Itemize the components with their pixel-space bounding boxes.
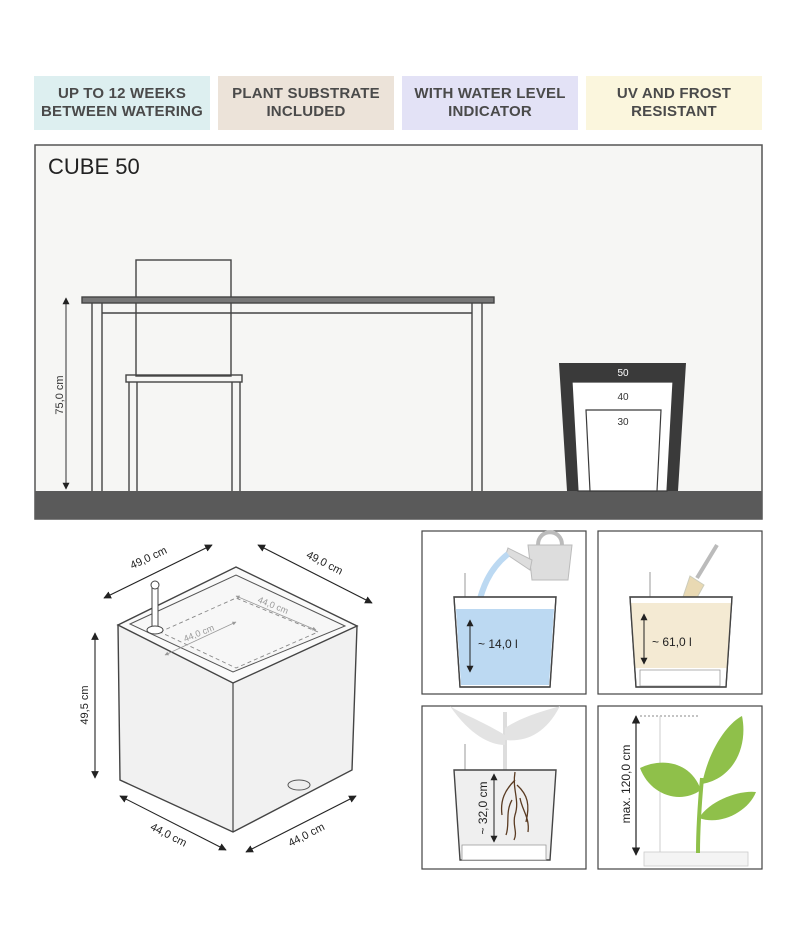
plant-ghost-icon [450,706,560,770]
table-height-label: 75,0 cm [54,375,66,414]
root-depth-label: ~ 32,0 cm [476,781,490,834]
panel-root-depth: ~ 32,0 cm [421,705,587,870]
size-label-40: 40 [617,392,629,403]
table-outline [81,296,495,491]
seedling-icon [640,716,756,854]
table-height-dimension: 75,0 cm [54,297,70,490]
feature-label: PLANT SUBSTRATE INCLUDED [232,85,380,120]
plant-height-label: max. 120,0 cm [619,745,633,824]
feature-badge-watering: UP TO 12 WEEKS BETWEEN WATERING [34,76,210,130]
feature-badge-substrate: PLANT SUBSTRATE INCLUDED [218,76,394,130]
top-right-dimension: 49,0 cm [304,549,344,577]
bottom-right-dimension: 44,0 cm [286,821,326,849]
panel-water-reservoir: ~ 14,0 l [421,530,587,695]
roots-icon [500,771,529,841]
chair-outline [125,259,243,491]
water-fill [456,609,554,685]
water-volume-label: ~ 14,0 l [478,637,518,651]
feature-label: UV AND FROST RESISTANT [616,85,732,120]
size-comparison: 50 40 30 [559,363,686,492]
feature-label: UP TO 12 WEEKS BETWEEN WATERING [40,85,204,120]
feature-label: WITH WATER LEVEL INDICATOR [414,85,566,120]
substrate-volume-label: ~ 61,0 l [652,635,692,649]
watering-can-icon [505,530,573,581]
top-left-dimension: 49,0 cm [128,545,169,572]
cube-dimension-drawing: 44,0 cm 44,0 cm 49,0 cm 49,0 cm 49,5 cm … [79,544,373,853]
height-dimension: 49,5 cm [79,685,91,724]
size-label-30: 30 [617,417,629,428]
drain-plug [287,779,311,791]
water-level-indicator [151,584,159,630]
size-label-50: 50 [617,368,629,379]
product-title: CUBE 50 [48,154,140,179]
panel-plant-height: max. 120,0 cm [597,705,763,870]
feature-badge-uv-frost: UV AND FROST RESISTANT [586,76,762,130]
room-scene: CUBE 50 75,0 cm 50 40 30 [34,144,763,520]
substrate-fill [631,603,731,668]
panel-substrate: ~ 61,0 l [597,530,763,695]
floor [35,491,762,519]
feature-badge-water-indicator: WITH WATER LEVEL INDICATOR [402,76,578,130]
bottom-left-dimension: 44,0 cm [148,821,188,849]
